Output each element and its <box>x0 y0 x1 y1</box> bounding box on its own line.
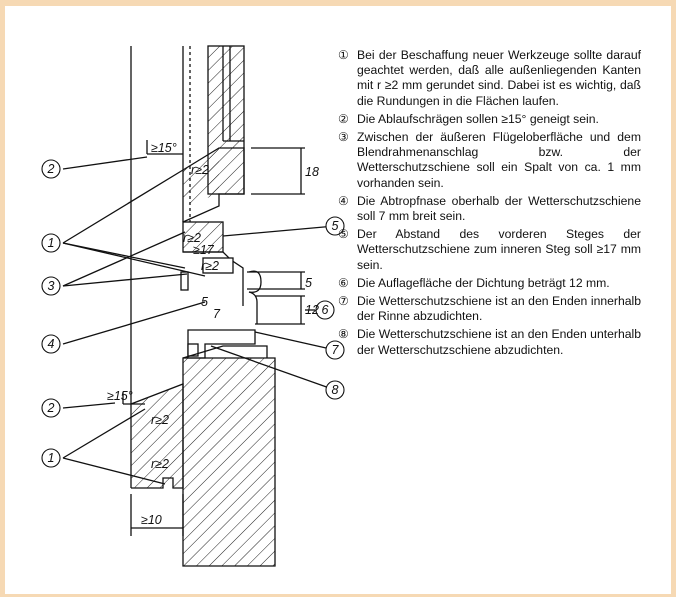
callout-label-4: 4 <box>48 337 55 351</box>
gap-17-text: ≥17 <box>193 243 215 257</box>
callout-7 <box>325 340 345 360</box>
callout-6 <box>315 300 335 320</box>
note-2: ② Die Ablaufschrägen sollen ≥15° geneigt… <box>338 112 641 127</box>
note-number: ⑧ <box>338 327 349 342</box>
callout-4 <box>41 334 61 354</box>
callout-3 <box>41 276 61 296</box>
note-text: Die Wetterschutzschiene ist an den Enden… <box>357 327 641 357</box>
note-number: ② <box>338 111 349 126</box>
note-number: ⑤ <box>338 227 349 242</box>
note-5: ⑤ Der Abstand des vorderen Steges der We… <box>338 227 641 273</box>
dim-5-left-text: 5 <box>201 295 208 309</box>
radius-mid-2-text: r≥2 <box>201 259 219 273</box>
note-text: Der Abstand des vorderen Steges der Wett… <box>357 227 641 272</box>
callout-1-mid <box>41 233 61 253</box>
note-number: ⑥ <box>338 275 349 290</box>
angle-top-text: ≥15° <box>151 141 177 155</box>
note-6: ⑥ Die Auflagefläche der Dichtung beträgt… <box>338 276 641 291</box>
callout-2-top <box>41 159 61 179</box>
radius-mid-1-text: r≥2 <box>183 231 201 245</box>
callout-8 <box>325 380 345 400</box>
dim-10-text: ≥10 <box>141 513 162 527</box>
dim-18-text: 18 <box>305 165 319 179</box>
dim-12-text: 12 <box>305 303 319 317</box>
note-text: Die Ablaufschrägen sollen ≥15° geneigt s… <box>357 111 599 126</box>
window-section-diagram: 2 1 3 4 2 1 5 6 7 8 ≥15° r≥2 18 r≥2 ≥17 … <box>41 45 345 567</box>
figure-frame: 2 1 3 4 2 1 5 6 7 8 ≥15° r≥2 18 r≥2 ≥17 … <box>5 6 671 594</box>
callout-1-bottom <box>41 448 61 468</box>
note-4: ④ Die Abtropfnase oberhalb der Wettersch… <box>338 194 641 224</box>
note-text: Zwischen der äußeren Flügeloberfläche un… <box>357 130 641 190</box>
callout-label-6: 6 <box>322 303 329 317</box>
callout-label-7: 7 <box>332 343 340 357</box>
callout-5 <box>325 216 345 236</box>
note-number: ① <box>338 48 349 62</box>
note-number: ④ <box>338 193 349 208</box>
note-text: Die Auflagefläche der Dichtung beträgt 1… <box>357 275 610 290</box>
callout-label-1-bottom: 1 <box>48 451 55 465</box>
angle-bottom-text: ≥15° <box>107 389 133 403</box>
note-number: ⑦ <box>338 294 349 309</box>
note-text: Die Abtropfnase oberhalb der Wetterschut… <box>357 193 641 224</box>
notes-list: ① Bei der Beschaffung neuer Werkzeuge so… <box>338 48 641 361</box>
radius-low-2-text: r≥2 <box>151 457 169 471</box>
note-7: ⑦ Die Wetterschutzschiene ist an den End… <box>338 294 641 324</box>
radius-top-text: r≥2 <box>191 163 209 177</box>
note-text: Bei der Beschaffung neuer Werkzeuge soll… <box>357 48 641 108</box>
dim-5-right-text: 5 <box>305 276 312 290</box>
callout-label-2-bottom: 2 <box>47 401 55 415</box>
radius-low-1-text: r≥2 <box>151 413 169 427</box>
callout-label-3: 3 <box>48 279 55 293</box>
callout-2-bottom <box>41 398 61 418</box>
note-number: ③ <box>338 130 349 145</box>
callout-label-2-top: 2 <box>47 162 55 176</box>
dim-7-text: 7 <box>213 307 221 321</box>
callout-label-5: 5 <box>332 219 339 233</box>
callout-label-1-mid: 1 <box>48 236 55 250</box>
note-3: ③ Zwischen der äußeren Flügeloberfläche … <box>338 130 641 191</box>
note-8: ⑧ Die Wetterschutzschiene ist an den End… <box>338 327 641 357</box>
callout-label-8: 8 <box>332 383 339 397</box>
note-text: Die Wetterschutzschiene ist an den Enden… <box>357 294 641 324</box>
note-1: ① Bei der Beschaffung neuer Werkzeuge so… <box>338 48 641 109</box>
